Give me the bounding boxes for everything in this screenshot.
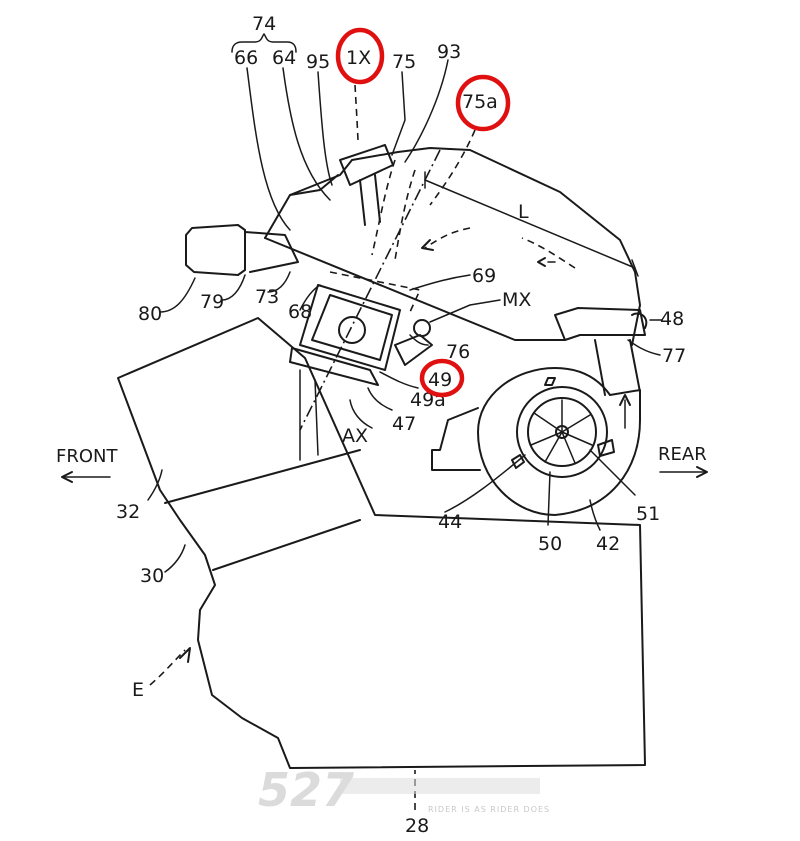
- highlight-circle-1x: [335, 27, 385, 85]
- engine-block-outline: [117, 317, 646, 769]
- label-47: 47: [392, 413, 416, 435]
- highlight-circle-75a: [455, 74, 511, 132]
- label-mx: MX: [502, 289, 531, 311]
- label-l: L: [518, 201, 529, 223]
- label-75a: 75a: [462, 91, 498, 113]
- highlight-circles: [335, 27, 511, 398]
- label-76: 76: [446, 341, 470, 363]
- reference-labels: 74 66 64 95 1X 75 93 75a L 80 79 73 68 6…: [116, 13, 686, 837]
- label-68: 68: [288, 301, 312, 323]
- label-77: 77: [662, 345, 686, 367]
- label-64: 64: [272, 47, 296, 69]
- label-93: 93: [437, 41, 461, 63]
- label-ax: AX: [342, 425, 368, 447]
- label-49: 49: [428, 369, 452, 391]
- flow-arrows: [421, 239, 631, 429]
- leader-lines: [147, 32, 663, 810]
- highlight-circle-49: [419, 358, 465, 398]
- label-66: 66: [234, 47, 258, 69]
- turbocharger: [431, 367, 641, 516]
- rear-label: REAR: [658, 444, 707, 465]
- label-95: 95: [306, 51, 330, 73]
- air-inlet-duct: [185, 224, 299, 276]
- label-30: 30: [140, 565, 164, 587]
- intake-pipe: [554, 307, 648, 396]
- label-79: 79: [200, 291, 224, 313]
- label-48: 48: [660, 308, 684, 330]
- compressor-wheel-blades: [530, 399, 593, 464]
- label-80: 80: [138, 303, 162, 325]
- label-1x: 1X: [346, 47, 371, 69]
- label-e: E: [132, 679, 144, 701]
- watermark-tagline: RIDER IS AS RIDER DOES: [428, 805, 550, 814]
- label-69: 69: [472, 265, 496, 287]
- label-74: 74: [252, 13, 276, 35]
- watermark-logo: 527 RIDER IS AS RIDER DOES: [258, 763, 550, 817]
- watermark-number: 527: [258, 763, 354, 817]
- label-73: 73: [255, 286, 279, 308]
- front-arrow: [61, 471, 111, 483]
- label-51: 51: [636, 503, 660, 525]
- label-42: 42: [596, 533, 620, 555]
- throttle-body: [289, 149, 441, 431]
- front-label: FRONT: [56, 446, 118, 467]
- label-75: 75: [392, 51, 416, 73]
- air-box-outline: [264, 147, 641, 346]
- label-44: 44: [438, 511, 462, 533]
- label-32: 32: [116, 501, 140, 523]
- label-50: 50: [538, 533, 562, 555]
- sensor-body: [339, 144, 394, 226]
- rear-arrow: [659, 466, 708, 478]
- label-28: 28: [405, 815, 429, 837]
